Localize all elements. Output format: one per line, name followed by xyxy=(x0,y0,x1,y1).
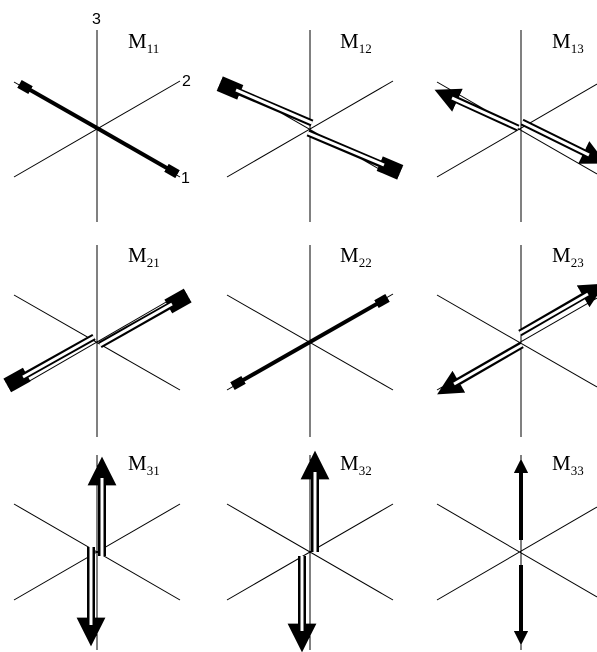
panel-label: M33 xyxy=(552,451,584,478)
axis-1 xyxy=(436,294,597,388)
axis-label-2: 2 xyxy=(182,73,191,90)
panel-m11: 3 2 1 M11 xyxy=(13,11,191,222)
force-couple-arrow xyxy=(216,76,314,127)
axis-1 xyxy=(436,503,597,598)
panel-m32: M32 xyxy=(226,450,394,652)
panel-label: M23 xyxy=(552,243,584,270)
force-couple-arrow xyxy=(3,333,96,393)
force-couple-arrow xyxy=(434,88,520,132)
panel-m12: M12 xyxy=(216,29,404,222)
panel-m13: M13 xyxy=(434,29,597,222)
axis-label-3: 3 xyxy=(92,11,101,28)
axis-1 xyxy=(226,503,394,601)
panel-label: M11 xyxy=(128,29,159,56)
panel-label: M13 xyxy=(552,29,584,56)
panel-m22: M22 xyxy=(226,243,394,437)
panel-label: M31 xyxy=(128,451,160,478)
panel-label: M22 xyxy=(340,243,372,270)
panel-m23: M23 xyxy=(436,243,597,437)
panel-label: M32 xyxy=(340,451,372,478)
axis-2 xyxy=(436,506,597,601)
axis-1 xyxy=(13,294,181,391)
panel-m21: M21 xyxy=(3,243,192,437)
axis-1 xyxy=(13,503,181,601)
force-couple-arrow xyxy=(98,288,192,349)
axis-2 xyxy=(436,83,597,178)
force-couple-arrow xyxy=(518,283,597,337)
force-couple-arrow xyxy=(437,341,524,395)
panel-label: M12 xyxy=(340,29,372,56)
force-couple-arrow xyxy=(520,118,597,164)
force-couple-arrow xyxy=(17,79,98,130)
force-couple-arrow xyxy=(309,293,390,344)
panel-label: M21 xyxy=(128,243,160,270)
panel-m33: M33 xyxy=(436,451,597,650)
force-couple-arrow xyxy=(306,129,404,180)
force-couple-arrow xyxy=(96,126,180,179)
force-couple-arrow xyxy=(230,340,311,391)
panel-m31: M31 xyxy=(13,451,181,650)
axis-label-1: 1 xyxy=(181,170,190,187)
